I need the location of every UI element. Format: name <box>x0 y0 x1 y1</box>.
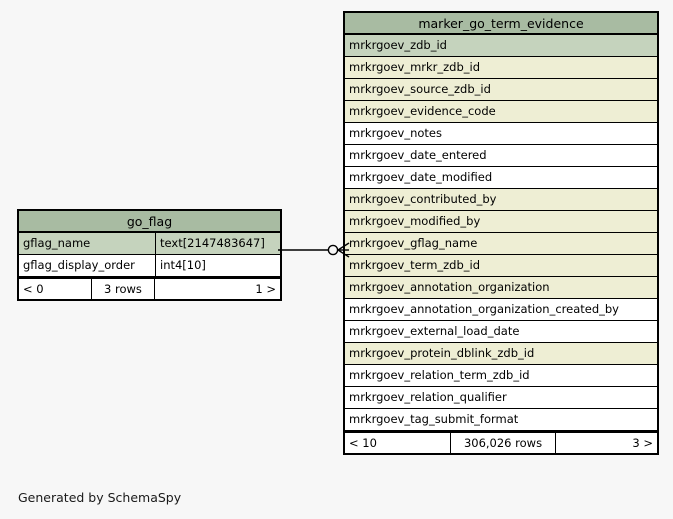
outgoing-relationship-count[interactable]: 1 > <box>154 279 280 299</box>
table-row[interactable]: mrkrgoev_zdb_id <box>345 35 657 57</box>
table-row[interactable]: mrkrgoev_date_entered <box>345 145 657 167</box>
table-row[interactable]: mrkrgoev_evidence_code <box>345 101 657 123</box>
column-name-mrkrgoev-annotation-organization: mrkrgoev_annotation_organization <box>349 280 550 294</box>
column-name-mrkrgoev-term-zdb-id: mrkrgoev_term_zdb_id <box>349 258 481 272</box>
column-name-gflag-name: gflag_name <box>23 236 91 250</box>
outgoing-relationship-count[interactable]: 3 > <box>555 433 657 453</box>
entity-go-flag[interactable]: go_flag gflag_name text[2147483647] gfla… <box>17 209 282 301</box>
table-row[interactable]: mrkrgoev_source_zdb_id <box>345 79 657 101</box>
row-count: 3 rows <box>91 279 154 299</box>
column-name-mrkrgoev-zdb-id: mrkrgoev_zdb_id <box>349 38 447 52</box>
entity-go-flag-footer: < 0 3 rows 1 > <box>19 277 280 299</box>
row-count: 306,026 rows <box>450 433 555 453</box>
table-row[interactable]: gflag_display_order int4[10] <box>19 255 280 277</box>
column-name-mrkrgoev-source-zdb-id: mrkrgoev_source_zdb_id <box>349 82 491 96</box>
column-name-gflag-display-order: gflag_display_order <box>23 258 135 272</box>
table-row[interactable]: mrkrgoev_annotation_organization <box>345 277 657 299</box>
column-name-mrkrgoev-protein-dblink-zdb-id: mrkrgoev_protein_dblink_zdb_id <box>349 346 535 360</box>
column-name-mrkrgoev-mrkr-zdb-id: mrkrgoev_mrkr_zdb_id <box>349 60 481 74</box>
table-row[interactable]: mrkrgoev_modified_by <box>345 211 657 233</box>
column-name-mrkrgoev-date-entered: mrkrgoev_date_entered <box>349 148 487 162</box>
entity-marker-go-term-evidence[interactable]: marker_go_term_evidence mrkrgoev_zdb_id … <box>343 11 659 455</box>
table-row[interactable]: mrkrgoev_gflag_name <box>345 233 657 255</box>
table-row[interactable]: mrkrgoev_relation_term_zdb_id <box>345 365 657 387</box>
relationship-connector <box>278 242 350 258</box>
column-name-mrkrgoev-date-modified: mrkrgoev_date_modified <box>349 170 493 184</box>
table-row[interactable]: mrkrgoev_date_modified <box>345 167 657 189</box>
column-name-mrkrgoev-modified-by: mrkrgoev_modified_by <box>349 214 481 228</box>
column-name-mrkrgoev-annotation-organization-created-by: mrkrgoev_annotation_organization_created… <box>349 302 619 316</box>
incoming-relationship-count[interactable]: < 0 <box>23 282 44 296</box>
entity-marker-go-term-evidence-title: marker_go_term_evidence <box>345 13 657 35</box>
column-name-mrkrgoev-relation-term-zdb-id: mrkrgoev_relation_term_zdb_id <box>349 368 530 382</box>
table-row[interactable]: mrkrgoev_relation_qualifier <box>345 387 657 409</box>
column-name-mrkrgoev-external-load-date: mrkrgoev_external_load_date <box>349 324 520 338</box>
column-name-mrkrgoev-notes: mrkrgoev_notes <box>349 126 442 140</box>
column-type-gflag-display-order: int4[10] <box>155 255 280 276</box>
column-name-mrkrgoev-relation-qualifier: mrkrgoev_relation_qualifier <box>349 390 507 404</box>
table-row[interactable]: mrkrgoev_protein_dblink_zdb_id <box>345 343 657 365</box>
entity-marker-go-term-evidence-footer: < 10 306,026 rows 3 > <box>345 431 657 453</box>
table-row[interactable]: mrkrgoev_notes <box>345 123 657 145</box>
column-name-mrkrgoev-contributed-by: mrkrgoev_contributed_by <box>349 192 497 206</box>
table-row[interactable]: mrkrgoev_mrkr_zdb_id <box>345 57 657 79</box>
column-name-mrkrgoev-tag-submit-format: mrkrgoev_tag_submit_format <box>349 412 519 426</box>
table-row[interactable]: mrkrgoev_annotation_organization_created… <box>345 299 657 321</box>
entity-go-flag-title: go_flag <box>19 211 280 233</box>
table-row[interactable]: mrkrgoev_term_zdb_id <box>345 255 657 277</box>
incoming-relationship-count[interactable]: < 10 <box>349 436 377 450</box>
generated-by-caption: Generated by SchemaSpy <box>18 490 182 505</box>
column-name-mrkrgoev-gflag-name: mrkrgoev_gflag_name <box>349 236 478 250</box>
column-name-mrkrgoev-evidence-code: mrkrgoev_evidence_code <box>349 104 496 118</box>
table-row[interactable]: mrkrgoev_tag_submit_format <box>345 409 657 431</box>
cardinality-zero-marker <box>327 244 339 256</box>
table-row[interactable]: gflag_name text[2147483647] <box>19 233 280 255</box>
column-type-gflag-name: text[2147483647] <box>155 233 280 254</box>
table-row[interactable]: mrkrgoev_contributed_by <box>345 189 657 211</box>
table-row[interactable]: mrkrgoev_external_load_date <box>345 321 657 343</box>
